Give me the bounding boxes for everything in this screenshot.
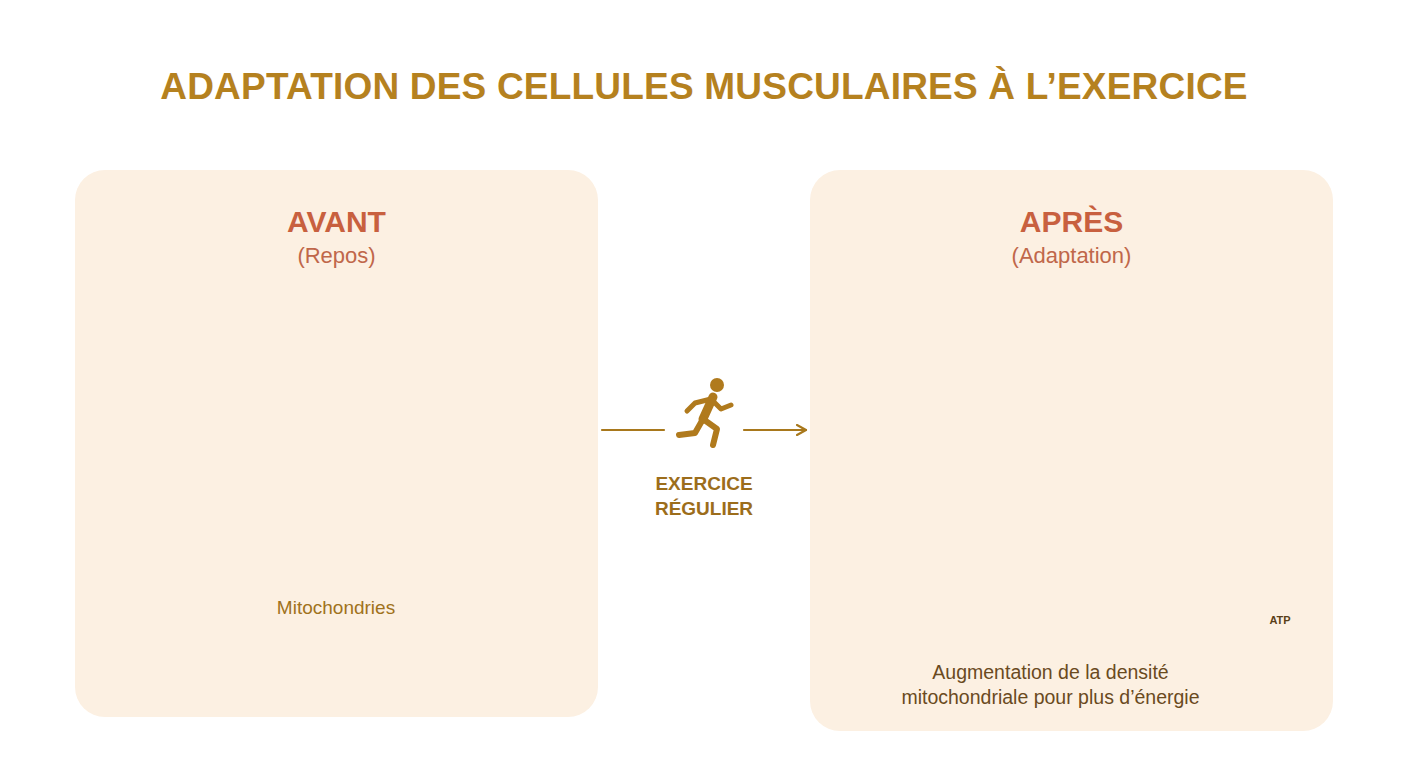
- diagram-title: ADAPTATION DES CELLULES MUSCULAIRES À L’…: [0, 66, 1408, 108]
- flow-arrow: [602, 429, 806, 431]
- panel-subheading: (Adaptation): [810, 242, 1333, 271]
- edge-label: EXERCICE RÉGULIER: [624, 472, 784, 521]
- atp-label: ATP: [1262, 614, 1298, 626]
- panel-caption: Augmentation de la densité mitochondrial…: [868, 660, 1233, 711]
- part-label: Mitochondries: [236, 596, 436, 621]
- panel-heading: AVANT: [75, 202, 598, 241]
- panel-heading: APRÈS: [810, 202, 1333, 241]
- panel-box: APRÈS(Adaptation) Augmentation de la dens…: [810, 170, 1333, 731]
- panel-box: AVANT(Repos) Mitochondries: [75, 170, 598, 717]
- panel-subheading: (Repos): [75, 242, 598, 271]
- runner-icon: [679, 378, 731, 445]
